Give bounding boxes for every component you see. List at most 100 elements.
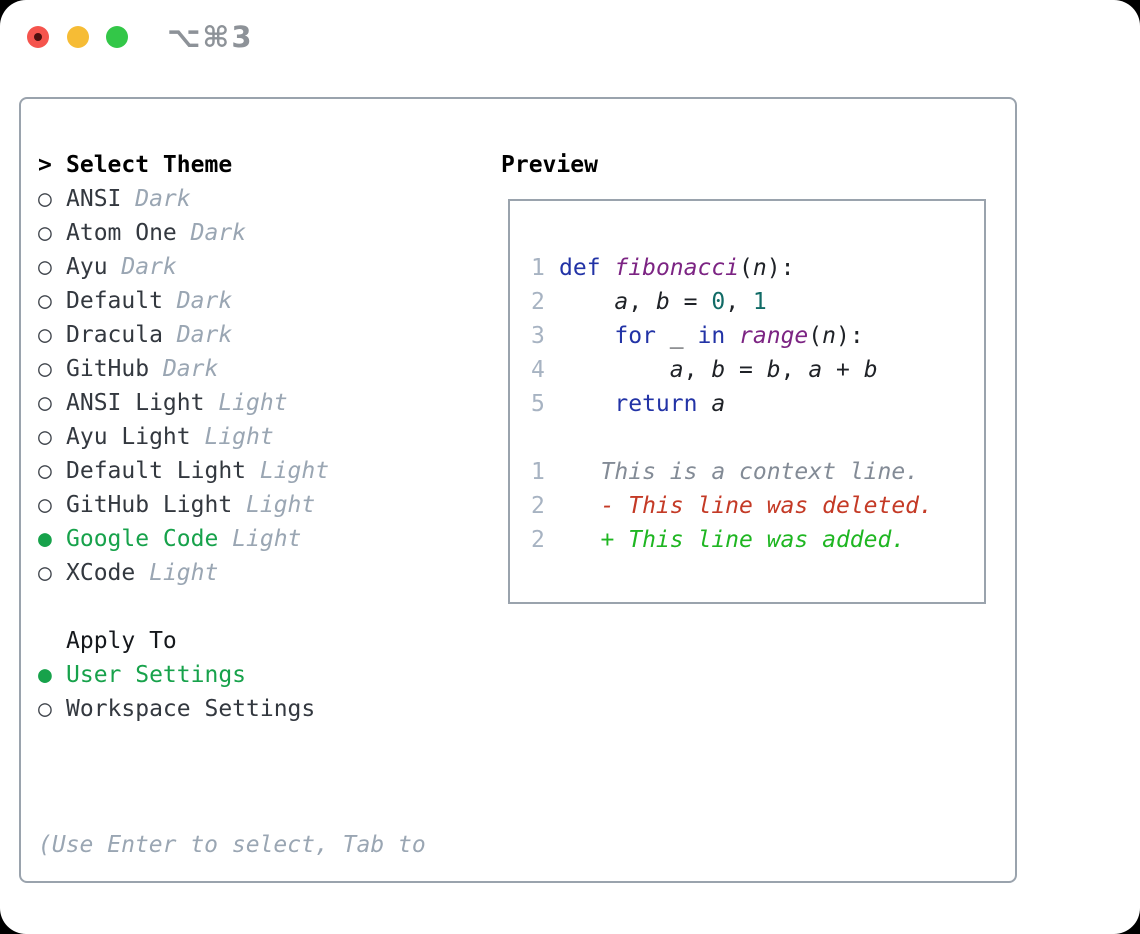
radio-unselected-icon: ○ — [38, 492, 52, 518]
window-close-button[interactable] — [27, 26, 49, 48]
code-token: n — [822, 323, 837, 349]
blank-line — [531, 421, 976, 455]
window-minimize-button[interactable] — [67, 26, 89, 48]
code-token: , — [628, 289, 656, 315]
code-token — [697, 391, 711, 417]
radio-selected-icon: ● — [38, 662, 52, 688]
code-token: a — [808, 357, 823, 383]
code-token: b — [766, 357, 781, 383]
code-token: 1 — [752, 289, 767, 315]
code-line: 4 a, b = b, a + b — [531, 353, 976, 387]
theme-variant-label: Dark — [176, 322, 233, 348]
radio-unselected-icon: ○ — [38, 560, 52, 586]
select-theme-header: >Select Theme — [38, 148, 426, 182]
line-number: 2 — [531, 493, 545, 519]
radio-unselected-icon: ○ — [38, 356, 52, 382]
theme-variant-label: Light — [204, 424, 274, 450]
option-label: Atom One — [66, 220, 177, 246]
code-token: b — [863, 357, 878, 383]
code-token: = — [669, 289, 712, 315]
theme-variant-label: Light — [246, 492, 316, 518]
option-label: Workspace Settings — [66, 696, 316, 722]
radio-unselected-icon: ○ — [38, 458, 52, 484]
radio-unselected-icon: ○ — [38, 390, 52, 416]
line-number: 5 — [531, 391, 545, 417]
theme-option-ansi[interactable]: ○ ANSI Dark — [38, 182, 426, 216]
line-number: 3 — [531, 323, 545, 349]
option-label: GitHub Light — [66, 492, 233, 518]
code-token: def — [559, 255, 601, 281]
code-token: b — [711, 357, 726, 383]
option-label: XCode — [66, 560, 136, 586]
line-number: 1 — [531, 459, 545, 485]
diff-line: 1 This is a context line. — [531, 455, 976, 489]
radio-unselected-icon: ○ — [38, 220, 52, 246]
apply-to-title: Apply To — [66, 628, 177, 654]
theme-option-ayu[interactable]: ○ Ayu Dark — [38, 250, 426, 284]
theme-variant-label: Dark — [121, 254, 177, 280]
code-token: return — [614, 391, 698, 417]
option-label: Default — [66, 288, 163, 314]
close-dot-icon — [34, 33, 42, 41]
code-token: fibonacci — [614, 255, 740, 281]
code-token: ( — [739, 255, 753, 281]
help-line: (Use Enter to select, Tab to — [38, 832, 426, 858]
option-label: Ayu — [66, 254, 108, 280]
radio-unselected-icon: ○ — [38, 186, 52, 212]
apply-option-user-settings[interactable]: ● User Settings — [38, 658, 426, 692]
code-token: - This line was deleted. — [559, 493, 933, 519]
radio-unselected-icon: ○ — [38, 696, 52, 722]
option-label: Default Light — [66, 458, 247, 484]
theme-option-atom-one[interactable]: ○ Atom One Dark — [38, 216, 426, 250]
code-token — [601, 255, 615, 281]
radio-unselected-icon: ○ — [38, 288, 52, 314]
code-token: for — [614, 323, 656, 349]
option-label: GitHub — [66, 356, 150, 382]
code-line: 2 a, b = 0, 1 — [531, 285, 976, 319]
radio-unselected-icon: ○ — [38, 254, 52, 280]
theme-variant-label: Light — [232, 526, 302, 552]
option-label: Google Code — [66, 526, 219, 552]
apply-option-workspace-settings[interactable]: ○ Workspace Settings — [38, 692, 426, 726]
line-number: 1 — [531, 255, 545, 281]
theme-variant-label: Dark — [190, 220, 247, 246]
code-token — [559, 289, 614, 315]
window-title: ⌥⌘3 — [167, 20, 254, 54]
code-token: a — [614, 289, 629, 315]
code-token: ): — [836, 323, 864, 349]
line-number: 4 — [531, 357, 545, 383]
help-text: (Use Enter to select, Tab to change focu… — [38, 760, 426, 934]
apply-to-section: Apply To ● User Settings ○ Workspace Settin… — [38, 624, 426, 726]
help-line: change focus) — [38, 930, 426, 934]
theme-option-default-light[interactable]: ○ Default Light Light — [38, 454, 426, 488]
option-label: Dracula — [66, 322, 163, 348]
theme-variant-label: Light — [259, 458, 330, 484]
code-token — [559, 323, 614, 349]
line-number: 2 — [531, 289, 545, 315]
code-token: in — [697, 323, 726, 349]
pointer-icon: > — [38, 152, 52, 178]
code-token: , — [683, 357, 712, 383]
radio-unselected-icon: ○ — [38, 424, 52, 450]
code-token: , — [780, 357, 809, 383]
window-zoom-button[interactable] — [106, 26, 128, 48]
theme-variant-label: Dark — [135, 186, 191, 212]
diff-line: 2 + This line was added. — [531, 523, 976, 557]
code-token: ( — [808, 323, 823, 349]
theme-option-github-light[interactable]: ○ GitHub Light Light — [38, 488, 426, 522]
preview-title: Preview — [501, 152, 598, 178]
option-label: User Settings — [66, 662, 247, 688]
option-label: ANSI — [66, 186, 122, 212]
